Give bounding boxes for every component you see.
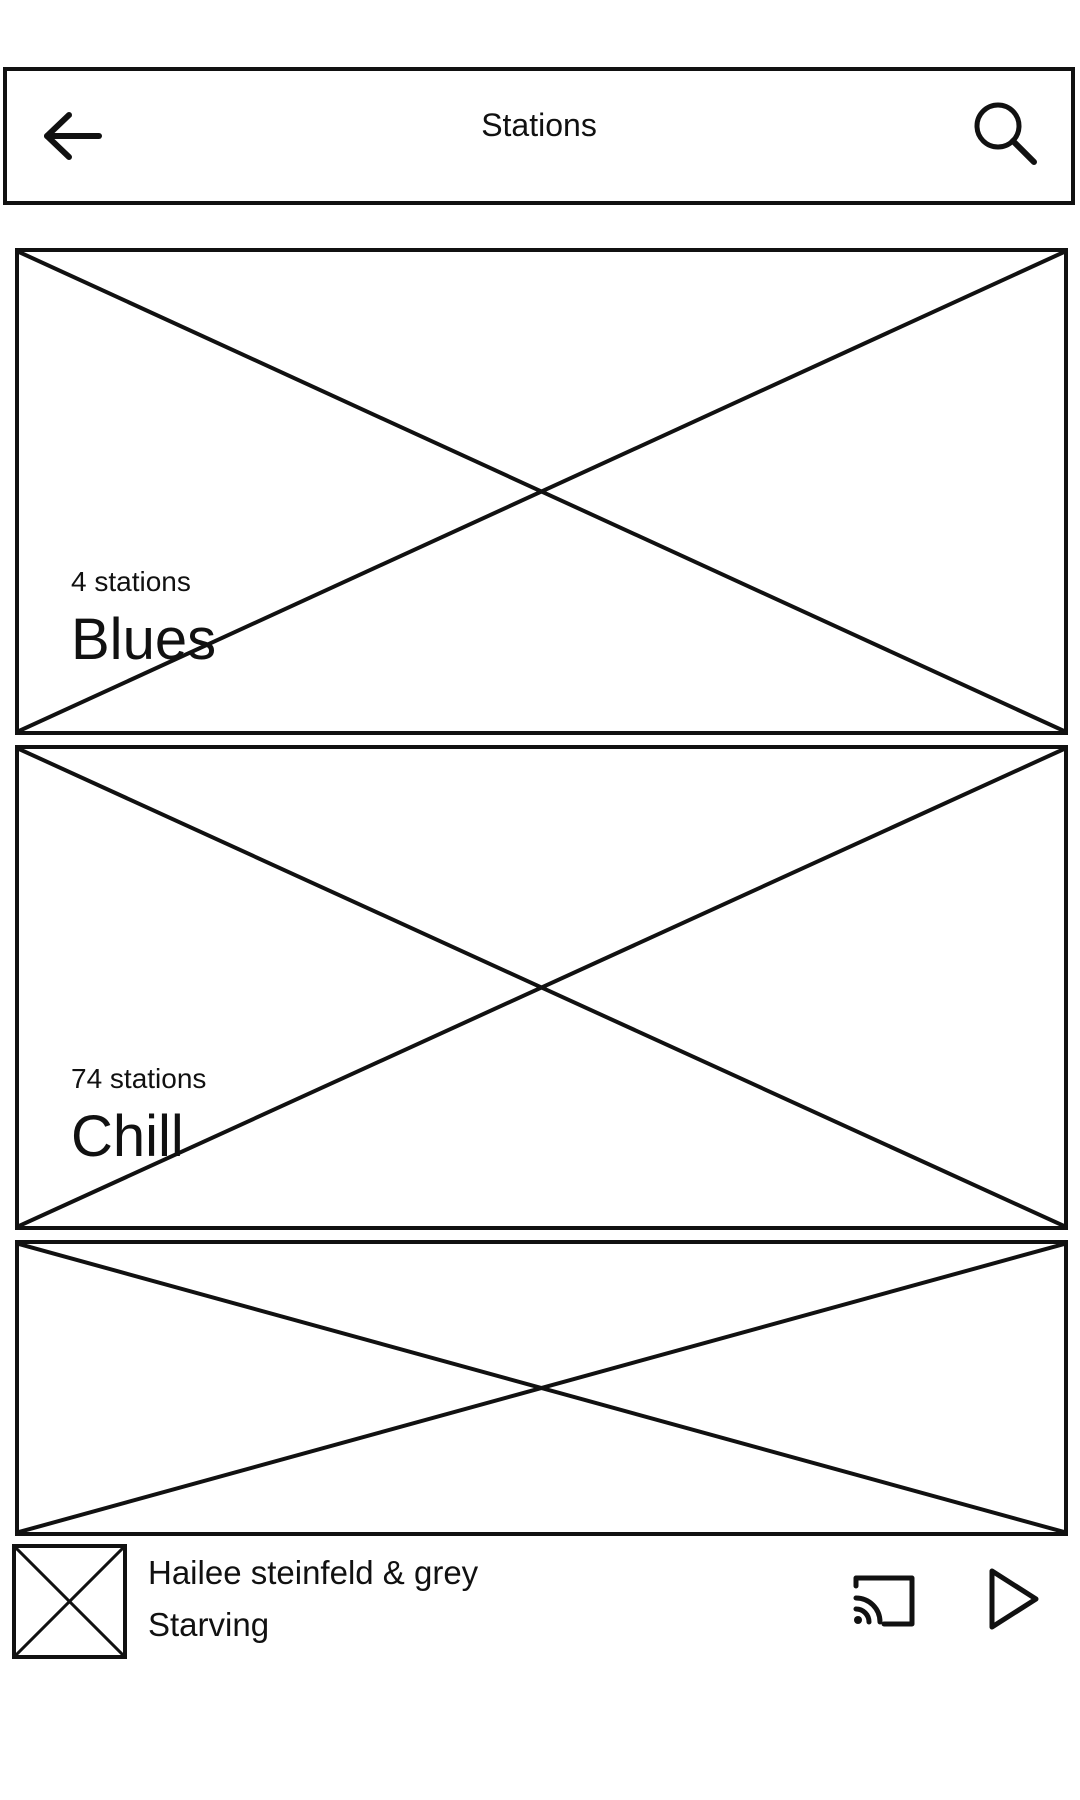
page-title: Stations — [481, 107, 597, 143]
album-art — [12, 1544, 127, 1659]
search-button[interactable] — [969, 97, 1041, 169]
station-card[interactable] — [15, 1240, 1068, 1536]
station-count: 74 stations — [71, 1063, 207, 1094]
station-card-chill[interactable]: 74 stations Chill — [15, 745, 1068, 1230]
image-placeholder — [16, 1548, 123, 1655]
cast-icon — [853, 1575, 915, 1627]
image-placeholder — [19, 749, 1064, 1226]
app-bar: Stations — [3, 67, 1075, 205]
station-name: Chill — [71, 1104, 184, 1169]
image-placeholder — [19, 252, 1064, 731]
arrow-left-icon — [44, 112, 102, 160]
play-icon — [989, 1568, 1039, 1630]
back-button[interactable] — [37, 101, 107, 171]
mini-player[interactable]: Hailee steinfeld & grey Starving — [0, 1540, 1080, 1670]
station-card-blues[interactable]: 4 stations Blues — [15, 248, 1068, 735]
play-button[interactable] — [986, 1566, 1042, 1632]
search-icon — [974, 102, 1037, 165]
image-placeholder — [19, 1244, 1064, 1532]
track-artist: Hailee steinfeld & grey — [148, 1554, 479, 1591]
track-title: Starving — [148, 1606, 270, 1643]
station-name: Blues — [71, 607, 217, 672]
station-count: 4 stations — [71, 566, 191, 597]
cast-button[interactable] — [852, 1572, 918, 1630]
